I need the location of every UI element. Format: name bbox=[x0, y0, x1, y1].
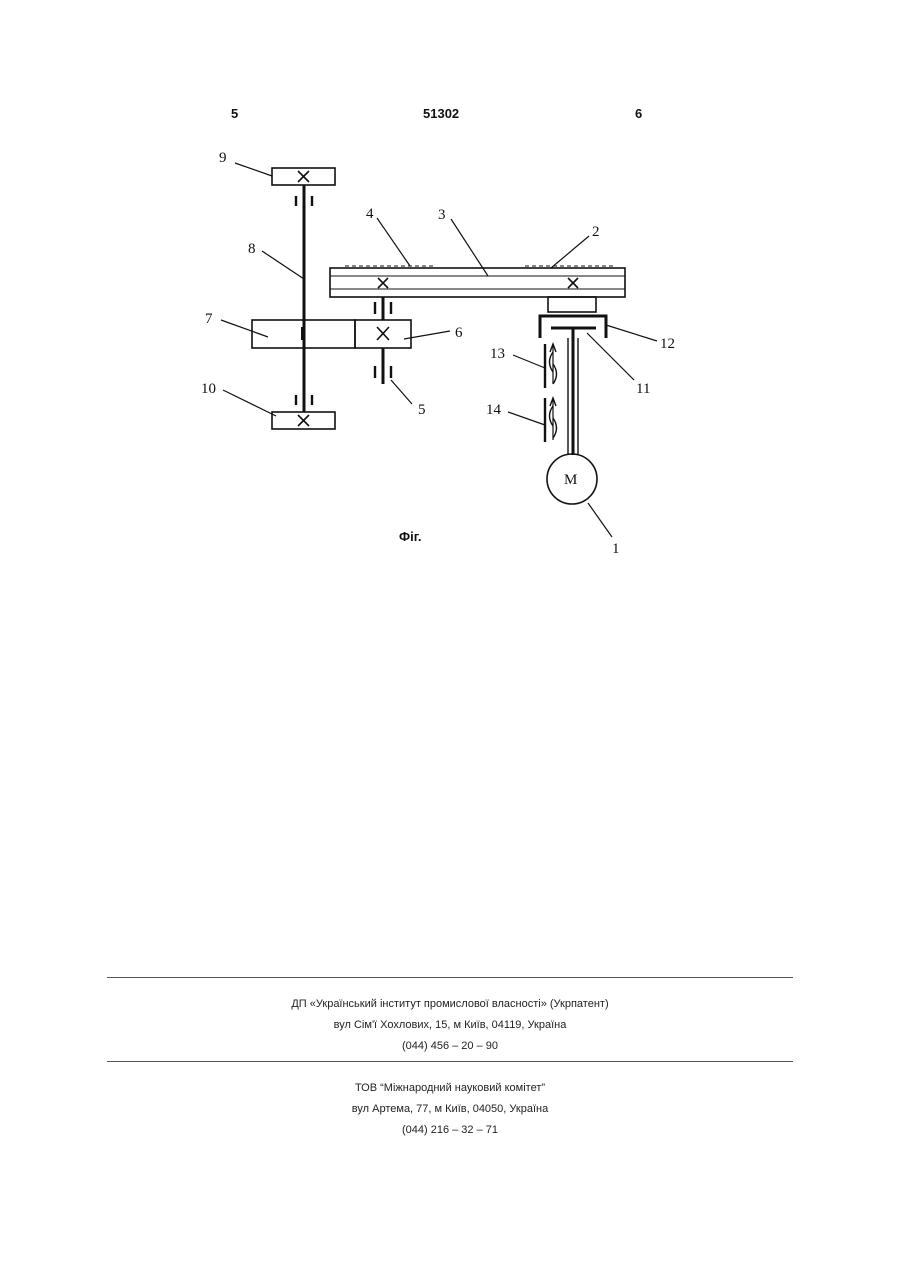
motor-label: M bbox=[564, 472, 577, 488]
divider-bottom bbox=[107, 1061, 793, 1062]
printer-phone: (044) 216 – 32 – 71 bbox=[107, 1120, 793, 1141]
belt-drive-3 bbox=[330, 268, 625, 297]
printer-name: ТОВ “Міжнародний науковий комітет” bbox=[107, 1078, 793, 1099]
label-11: 11 bbox=[636, 381, 650, 397]
kinematic-diagram: 9 8 4 3 2 7 6 10 5 12 11 13 14 M 1 Фіг. bbox=[0, 0, 900, 600]
label-8: 8 bbox=[248, 241, 256, 257]
figure-caption: Фіг. bbox=[399, 529, 421, 544]
printer-imprint: ТОВ “Міжнародний науковий комітет” вул А… bbox=[107, 1078, 793, 1141]
divider-top bbox=[107, 977, 793, 978]
label-7: 7 bbox=[205, 311, 213, 327]
label-4: 4 bbox=[366, 206, 374, 222]
label-3: 3 bbox=[438, 207, 446, 223]
label-12: 12 bbox=[660, 336, 675, 352]
publisher-address: вул Сім'ї Хохлових, 15, м Київ, 04119, У… bbox=[107, 1015, 793, 1036]
publisher-name: ДП «Український інститут промислової вла… bbox=[107, 994, 793, 1015]
label-1: 1 bbox=[612, 541, 620, 557]
publisher-phone: (044) 456 – 20 – 90 bbox=[107, 1036, 793, 1057]
label-13: 13 bbox=[490, 346, 505, 362]
label-2: 2 bbox=[592, 224, 600, 240]
publisher-imprint: ДП «Український інститут промислової вла… bbox=[107, 994, 793, 1057]
label-14: 14 bbox=[486, 402, 502, 418]
label-9: 9 bbox=[219, 150, 227, 166]
label-6: 6 bbox=[455, 325, 463, 341]
label-10: 10 bbox=[201, 381, 216, 397]
printer-address: вул Артема, 77, м Київ, 04050, Україна bbox=[107, 1099, 793, 1120]
label-5: 5 bbox=[418, 402, 426, 418]
